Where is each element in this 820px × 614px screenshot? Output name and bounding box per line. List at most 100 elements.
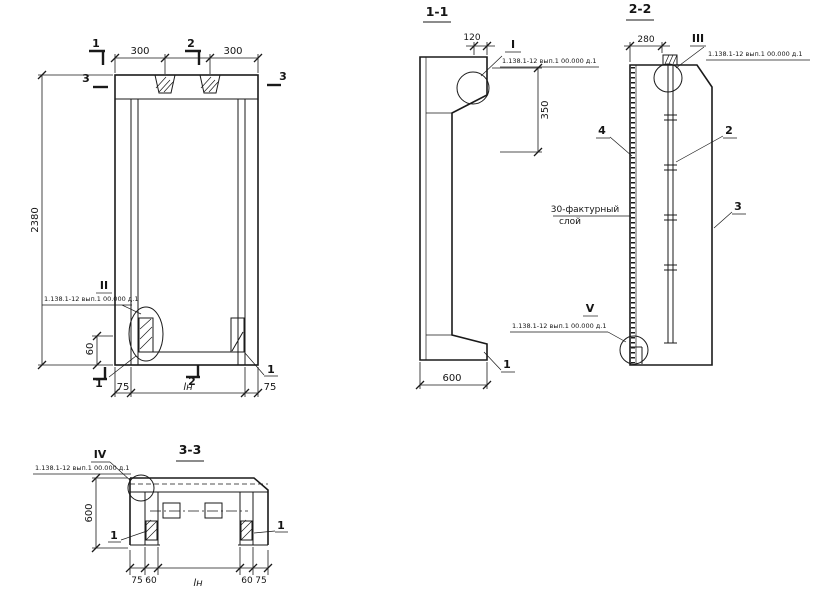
node-V-callout-circle bbox=[619, 335, 649, 365]
node-II-leader bbox=[42, 304, 142, 315]
node-IV-label: IV bbox=[94, 448, 107, 461]
pos-label-1-left: 1 bbox=[110, 529, 118, 542]
bottom-left-detail bbox=[138, 317, 154, 353]
dim-600-value: 600 bbox=[442, 373, 461, 384]
section-mark-1-top-bar bbox=[89, 49, 105, 65]
section-mark-1-bottom-bar bbox=[93, 367, 107, 381]
dim-280-ticks bbox=[625, 41, 667, 51]
factured-layer-note-line1: 30-фактурный bbox=[551, 205, 620, 215]
section-3-3-title: 3-3 bbox=[179, 442, 202, 457]
dim-bottom-right-value: 75 bbox=[264, 382, 277, 393]
dim-350-value: 350 bbox=[540, 100, 551, 119]
node-II-callout-circle bbox=[128, 306, 164, 362]
dim-bottom-33-lines bbox=[129, 547, 269, 575]
section-mark-1-bottom: 1 bbox=[95, 377, 103, 390]
view-elevation: II 1.138.1-12 вып.1 00.000 д.1 2380 300 … bbox=[30, 37, 287, 398]
pos-1-leader-section11 bbox=[483, 351, 515, 373]
dim-350-lines bbox=[492, 67, 542, 153]
view-section-1-1: 1-1 120 I 1.138.1-12 вып.1 00.000 д.1 35… bbox=[415, 4, 599, 390]
rod-couplers bbox=[664, 114, 677, 271]
section-mark-1-top: 1 bbox=[92, 37, 100, 50]
dim-280-value: 280 bbox=[637, 35, 654, 45]
panel-outline bbox=[114, 74, 259, 366]
dim-top-right-value: 300 bbox=[223, 46, 242, 57]
rib-hatch bbox=[145, 519, 253, 541]
node-II-ref-note: 1.138.1-12 вып.1 00.000 д.1 bbox=[44, 295, 138, 303]
view-section-2-2: 2-2 280 III 1.138.1-12 вып.1 00.000 д.1 … bbox=[510, 1, 810, 366]
section-2-2-foot bbox=[630, 346, 643, 364]
dim-33-mid: lн bbox=[193, 578, 203, 589]
section-1-1-inner-lines bbox=[425, 57, 452, 360]
node-V-leader bbox=[510, 331, 627, 343]
pos-1-leader-elevation bbox=[244, 352, 278, 377]
node-I-callout-circle bbox=[456, 71, 490, 105]
view-section-3-3: 3-3 IV 1.138.1-12 вып.1 00.000 д.1 1 1 6… bbox=[33, 442, 288, 589]
node-III-label: III bbox=[692, 32, 704, 45]
dim-height-ticks bbox=[37, 70, 47, 370]
section-mark-3-right: 3 bbox=[279, 70, 287, 83]
section-2-2-profile bbox=[629, 64, 713, 366]
section-1-1-profile bbox=[419, 56, 488, 361]
bottom-left-hatch bbox=[139, 318, 153, 350]
panel-rib-lines bbox=[130, 99, 246, 365]
pos-1-left-leader bbox=[108, 530, 148, 543]
node-V-label: V bbox=[586, 302, 595, 315]
dim-bottom-lines bbox=[114, 367, 259, 397]
dim-350-ticks bbox=[533, 63, 543, 157]
node-IV-callout-circle bbox=[127, 474, 155, 502]
pos-label-2: 2 bbox=[725, 124, 733, 137]
node-II-label: II bbox=[100, 279, 108, 292]
section-1-1-title: 1-1 bbox=[426, 4, 449, 19]
dim-33-b1: 75 bbox=[131, 576, 142, 586]
dim-top-lines bbox=[114, 54, 259, 74]
section-mark-2-bottom: 2 bbox=[188, 375, 196, 388]
dim-top-left-value: 300 bbox=[130, 46, 149, 57]
node-III-leader bbox=[675, 45, 706, 69]
pos-label-1-right: 1 bbox=[277, 519, 285, 532]
pos-3-leader bbox=[713, 211, 746, 229]
leader-bottom-left bbox=[108, 355, 137, 378]
bottom-right-detail bbox=[230, 317, 245, 353]
dim-33-b2: 60 bbox=[145, 576, 157, 586]
section-mark-2-top-bar bbox=[185, 49, 201, 65]
notch-hatch bbox=[155, 76, 219, 93]
factured-layer-note-line2: слой bbox=[559, 217, 581, 227]
node-I-ref-note: 1.138.1-12 вып.1 00.000 д.1 bbox=[502, 57, 596, 65]
dim-height-value: 2380 bbox=[30, 207, 41, 232]
pos-label-1-section11: 1 bbox=[503, 358, 511, 371]
notch-sections bbox=[162, 502, 223, 519]
dim-bottom-33-ticks bbox=[125, 563, 273, 573]
dim-120-ticks bbox=[469, 41, 492, 51]
node-V-ref-note: 1.138.1-12 вып.1 00.000 д.1 bbox=[512, 322, 606, 330]
dim-side-600-ticks bbox=[91, 473, 101, 553]
pos-label-1-elevation: 1 bbox=[267, 363, 275, 376]
dim-corner-lines bbox=[92, 335, 113, 365]
dim-side-600-value: 600 bbox=[84, 503, 95, 522]
pos-1-right-leader bbox=[253, 530, 288, 534]
anchor-rod bbox=[662, 54, 678, 344]
node-III-callout-circle bbox=[653, 63, 683, 93]
section-3-3-ribs bbox=[144, 492, 254, 545]
pos-label-4: 4 bbox=[598, 124, 606, 137]
dim-bottom-mid-value: lн bbox=[183, 382, 193, 393]
lifting-notches bbox=[154, 74, 221, 94]
section-mark-3-left: 3 bbox=[82, 72, 90, 85]
dim-height-lines bbox=[38, 74, 113, 366]
dim-120-value: 120 bbox=[463, 33, 480, 43]
pos-2-leader bbox=[675, 135, 737, 163]
dim-top-ticks bbox=[110, 53, 263, 63]
node-IV-ref-note: 1.138.1-12 вып.1 00.000 д.1 bbox=[35, 464, 129, 472]
dim-bottom-ticks bbox=[110, 388, 263, 398]
section-mark-2-top: 2 bbox=[187, 37, 195, 50]
dim-600-ticks bbox=[415, 380, 492, 390]
pos-label-3: 3 bbox=[734, 200, 742, 213]
section-2-2-title: 2-2 bbox=[629, 1, 652, 16]
node-III-ref-note: 1.138.1-12 вып.1 00.000 д.1 bbox=[708, 50, 802, 58]
dim-side-600-lines bbox=[92, 477, 128, 549]
anchor-head-hatch bbox=[664, 54, 678, 65]
dim-33-b4: 60 bbox=[241, 576, 253, 586]
section-mark-2-bottom-bar bbox=[186, 365, 200, 379]
dim-33-b5: 75 bbox=[255, 576, 266, 586]
dim-corner-ticks bbox=[92, 331, 102, 370]
